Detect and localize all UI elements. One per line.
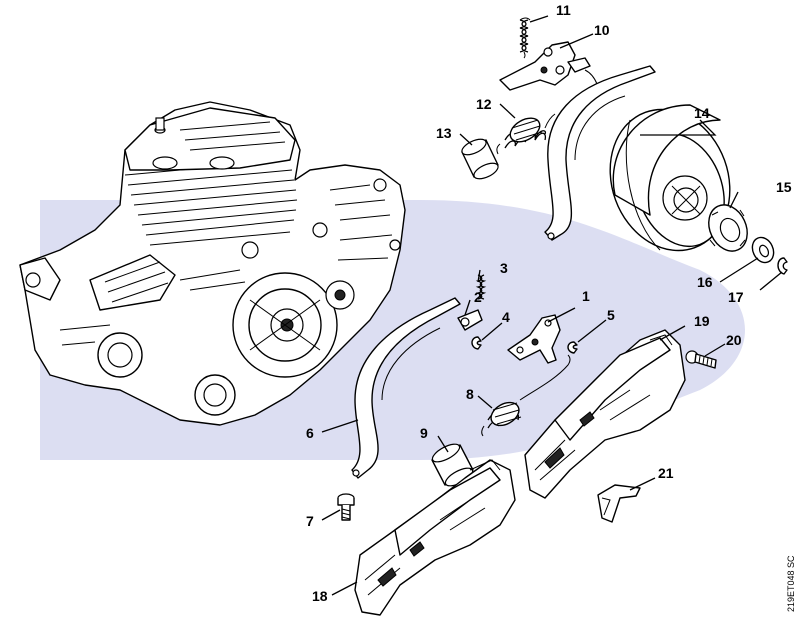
- part-21-plate: [597, 484, 641, 523]
- part-14-brake-band-upper: [544, 65, 656, 241]
- callout-12: 12: [476, 96, 492, 112]
- callout-9: 9: [420, 425, 428, 441]
- spark-plug-boss: [152, 156, 178, 170]
- part-4-e-clip: [471, 336, 482, 350]
- drawing-code: 219ET048 SC: [786, 555, 796, 612]
- part-5-e-clip: [567, 341, 578, 354]
- part-13-sleeve: [461, 138, 499, 180]
- callout-3: 3: [500, 260, 508, 276]
- part-17-e-clip: [777, 257, 788, 275]
- callout-5: 5: [607, 307, 615, 323]
- callout-17: 17: [728, 289, 744, 305]
- part-18-cover: [354, 459, 516, 616]
- callout-11: 11: [556, 2, 571, 18]
- leader-lines: [321, 15, 783, 596]
- part-6-brake-band-lower: [351, 297, 461, 479]
- callout-21: 21: [658, 465, 674, 481]
- callout-16: 16: [697, 274, 713, 290]
- callout-8: 8: [466, 386, 474, 402]
- callout-7: 7: [306, 513, 314, 529]
- callout-18: 18: [312, 588, 328, 604]
- part-16-washer: [751, 236, 775, 264]
- part-3-spring: [475, 274, 487, 300]
- callout-10: 10: [594, 22, 610, 38]
- part-9-sleeve: [431, 443, 474, 487]
- callout-14: 14: [694, 105, 710, 121]
- callout-14-bracket: [640, 119, 717, 136]
- part-10-brake-lever: [499, 41, 598, 91]
- engine-crankcase-assembly: [19, 101, 406, 426]
- part-7-screw: [337, 493, 355, 521]
- callout-labels: 1 2 3 4 5 6 7 8 9 10 11 12 13 14 15 16 1…: [306, 2, 792, 604]
- callout-4: 4: [502, 309, 510, 325]
- part-12-spring: [496, 113, 556, 155]
- callout-15: 15: [776, 179, 792, 195]
- callout-6: 6: [306, 425, 314, 441]
- part-1-brake-lever: [507, 314, 561, 364]
- part-15-rim-sprocket: [708, 204, 748, 252]
- part-20-screw: [685, 350, 717, 369]
- part-2-lever: [457, 309, 483, 331]
- callout-20: 20: [726, 332, 742, 348]
- part-11-spring: [519, 17, 531, 59]
- part-19-cover: [524, 329, 686, 499]
- callout-13: 13: [436, 125, 452, 141]
- part-8-spring: [481, 354, 571, 437]
- callout-1: 1: [582, 288, 590, 304]
- callout-19: 19: [694, 313, 710, 329]
- callout-2: 2: [474, 289, 482, 305]
- part-14-clutch-drum: [609, 104, 731, 252]
